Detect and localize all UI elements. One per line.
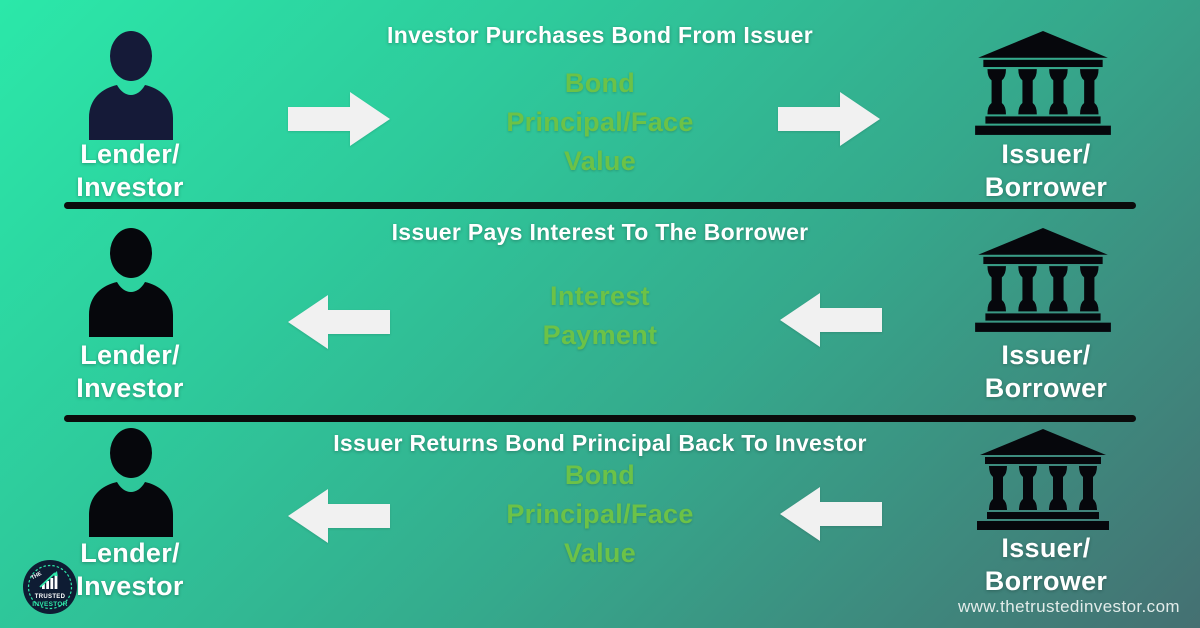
entity-label-line: Borrower xyxy=(984,172,1108,202)
lender-investor-label: Lender/ Investor xyxy=(30,537,230,603)
section-divider xyxy=(64,415,1136,422)
flow-line: Value xyxy=(563,146,637,176)
section-divider xyxy=(64,202,1136,209)
arrow-left-icon xyxy=(288,295,390,349)
logo-word-the: THE xyxy=(30,571,43,581)
person-icon xyxy=(83,30,179,140)
entity-label-line: Issuer/ xyxy=(1001,340,1091,370)
arrow-right-icon xyxy=(288,92,390,146)
row3-flow-label: Bond Principal/Face Value xyxy=(400,456,800,573)
row2-title: Issuer Pays Interest To The Borrower xyxy=(391,219,809,245)
flow-line: Payment xyxy=(542,320,658,350)
bank-icon xyxy=(970,227,1116,335)
entity-label-line: Lender/ xyxy=(80,538,180,568)
entity-label-line: Investor xyxy=(76,571,184,601)
entity-label-line: Borrower xyxy=(984,566,1108,596)
entity-label-line: Issuer/ xyxy=(1001,533,1091,563)
row2-flow-label: Interest Payment xyxy=(400,277,800,355)
row1-flow-label: Bond Principal/Face Value xyxy=(400,64,800,181)
row1-title: Investor Purchases Bond From Issuer xyxy=(387,22,813,48)
entity-label-line: Investor xyxy=(76,172,184,202)
arrow-left-icon xyxy=(288,489,390,543)
entity-label-line: Investor xyxy=(76,373,184,403)
issuer-borrower-label: Issuer/ Borrower xyxy=(946,339,1146,405)
lender-investor-label: Lender/ Investor xyxy=(30,339,230,405)
flow-line: Principal/Face xyxy=(506,499,694,529)
person-icon xyxy=(83,427,179,537)
trusted-investor-logo: THE TRUSTED INVESTOR xyxy=(22,559,78,615)
issuer-borrower-label: Issuer/ Borrower xyxy=(946,532,1146,598)
arrow-left-icon xyxy=(780,487,882,541)
flow-line: Interest xyxy=(550,281,650,311)
person-icon xyxy=(83,227,179,337)
entity-label-line: Borrower xyxy=(984,373,1108,403)
row3-title: Issuer Returns Bond Principal Back To In… xyxy=(333,430,867,456)
lender-investor-label: Lender/ Investor xyxy=(30,138,230,204)
logo-word-investor: INVESTOR xyxy=(32,601,68,608)
arrow-right-icon xyxy=(778,92,880,146)
arrow-left-icon xyxy=(780,293,882,347)
flow-line: Principal/Face xyxy=(506,107,694,137)
entity-label-line: Lender/ xyxy=(80,340,180,370)
bank-icon xyxy=(970,428,1116,533)
issuer-borrower-label: Issuer/ Borrower xyxy=(946,138,1146,204)
entity-label-line: Lender/ xyxy=(80,139,180,169)
bank-icon xyxy=(970,30,1116,138)
flow-line: Bond xyxy=(564,68,636,98)
flow-line: Value xyxy=(563,538,637,568)
website-url: www.thetrustedinvestor.com xyxy=(957,597,1180,616)
flow-line: Bond xyxy=(564,460,636,490)
entity-label-line: Issuer/ xyxy=(1001,139,1091,169)
logo-word-trusted: TRUSTED xyxy=(35,594,66,600)
